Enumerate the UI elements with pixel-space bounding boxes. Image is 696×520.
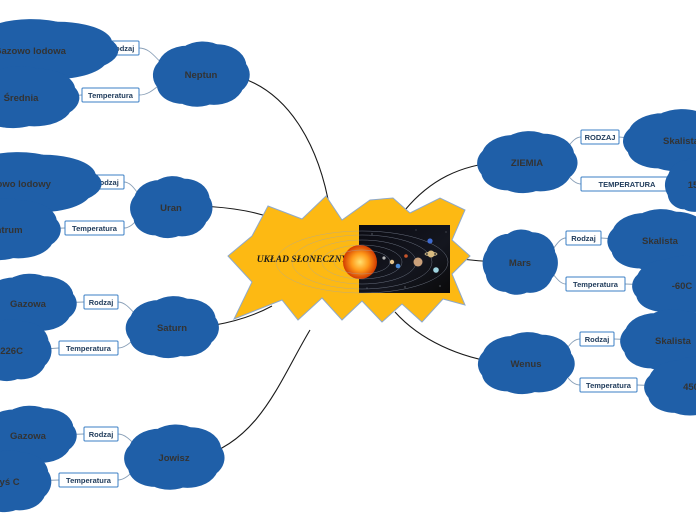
value-node-ziemia-type[interactable]: Skalista: [649, 124, 696, 156]
svg-text:Temperatura: Temperatura: [66, 476, 112, 485]
planet-name: Jowisz: [158, 453, 189, 464]
value-node-saturn-temp[interactable]: -226C: [0, 334, 33, 366]
svg-text:Średnia: Średnia: [4, 92, 40, 104]
value-node-saturn-type[interactable]: Gazowa: [2, 288, 56, 318]
label-temp-mars[interactable]: Temperatura: [565, 276, 626, 292]
svg-text:Temperatura: Temperatura: [72, 224, 118, 233]
planet-node-saturn[interactable]: Saturn: [146, 311, 198, 343]
svg-text:Rodzaj: Rodzaj: [110, 44, 135, 53]
value-node-jowisz-temp[interactable]: tyś C: [0, 465, 32, 497]
svg-text:Rodzaj: Rodzaj: [571, 234, 596, 243]
svg-text:-226C: -226C: [0, 346, 23, 357]
value-node-uran-temp[interactable]: Centrum: [0, 213, 35, 245]
planet-node-mars[interactable]: Mars: [499, 245, 541, 278]
planet-name: Mars: [509, 258, 531, 269]
label-temp-wenus[interactable]: Temperatura: [579, 377, 638, 393]
label-temp-ziemia[interactable]: TEMPERATURA: [580, 176, 674, 192]
svg-text:TEMPERATURA: TEMPERATURA: [599, 180, 657, 189]
value-node-neptun-type[interactable]: Gazowo lodowa: [0, 34, 78, 66]
planet-name: Uran: [160, 203, 182, 214]
svg-text:Skalista: Skalista: [655, 336, 692, 347]
planet-node-wenus[interactable]: Wenus: [500, 347, 554, 379]
planet-name: Neptun: [185, 70, 218, 81]
planet-name: Saturn: [157, 323, 187, 334]
value-node-wenus-temp[interactable]: 450: [667, 371, 696, 401]
svg-text:Rodzaj: Rodzaj: [585, 335, 610, 344]
svg-text:Centrum: Centrum: [0, 225, 23, 236]
svg-text:tyś C: tyś C: [0, 477, 20, 488]
svg-text:Gazowa: Gazowa: [10, 299, 47, 310]
svg-text:RODZAJ: RODZAJ: [585, 133, 616, 142]
value-node-uran-type[interactable]: Gazowo lodowy: [0, 167, 63, 199]
svg-text:Rodzaj: Rodzaj: [89, 430, 114, 439]
svg-text:Rodzaj: Rodzaj: [94, 178, 119, 187]
solar-system-image: [275, 225, 450, 294]
label-temp-saturn[interactable]: Temperatura: [58, 340, 119, 356]
label-temp-jowisz[interactable]: Temperatura: [58, 472, 119, 488]
label-temp-neptun[interactable]: Temperatura: [81, 87, 140, 103]
value-node-ziemia-temp[interactable]: 15: [679, 170, 696, 198]
planet-node-uran[interactable]: Uran: [148, 191, 194, 223]
planet-node-neptun[interactable]: Neptun: [175, 57, 229, 90]
svg-text:Gazowo lodowy: Gazowo lodowy: [0, 179, 52, 190]
svg-text:Temperatura: Temperatura: [586, 381, 632, 390]
svg-text:450: 450: [683, 382, 696, 393]
value-node-mars-type[interactable]: Skalista: [631, 224, 689, 256]
value-node-mars-temp[interactable]: -60C: [655, 270, 696, 300]
label-type-jowisz[interactable]: Rodzaj: [83, 426, 119, 442]
branch-neptun: [225, 73, 331, 211]
label-type-mars[interactable]: Rodzaj: [565, 230, 602, 246]
svg-text:Temperatura: Temperatura: [88, 91, 134, 100]
planet-name: Wenus: [511, 359, 542, 370]
svg-text:Temperatura: Temperatura: [573, 280, 619, 289]
svg-text:Gazowa: Gazowa: [10, 431, 47, 442]
center-title: UKŁAD SŁONECZNY: [257, 255, 349, 265]
label-temp-uran[interactable]: Temperatura: [64, 220, 125, 236]
center-topic[interactable]: UKŁAD SŁONECZNY: [227, 195, 471, 323]
value-node-wenus-type[interactable]: Skalista: [643, 324, 696, 356]
planet-node-ziemia[interactable]: ZIEMIA: [500, 146, 556, 178]
planet-node-jowisz[interactable]: Jowisz: [147, 440, 203, 473]
svg-text:Skalista: Skalista: [663, 136, 696, 147]
planet-name: ZIEMIA: [511, 158, 543, 169]
svg-text:Rodzaj: Rodzaj: [89, 298, 114, 307]
label-type-ziemia[interactable]: RODZAJ: [580, 129, 620, 145]
svg-text:Skalista: Skalista: [642, 236, 679, 247]
svg-text:Temperatura: Temperatura: [66, 344, 112, 353]
svg-text:Gazowo lodowa: Gazowo lodowa: [0, 46, 67, 57]
value-node-neptun-temp[interactable]: Średnia: [0, 81, 52, 113]
svg-text:-60C: -60C: [672, 281, 693, 292]
value-node-jowisz-type[interactable]: Gazowa: [2, 420, 56, 450]
label-type-wenus[interactable]: Rodzaj: [579, 331, 615, 347]
label-type-saturn[interactable]: Rodzaj: [83, 294, 119, 310]
svg-text:15: 15: [688, 180, 696, 191]
